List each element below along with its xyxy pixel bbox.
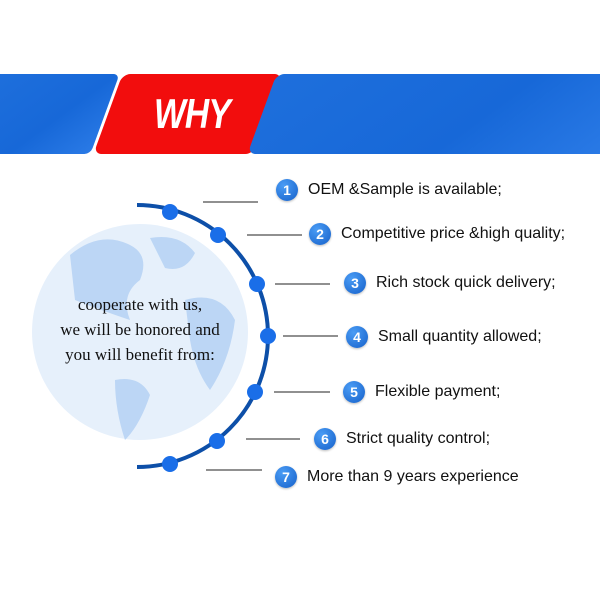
benefit-text: More than 9 years experience — [307, 468, 519, 485]
benefit-text: Rich stock quick delivery; — [376, 274, 556, 291]
number-badge: 5 — [343, 381, 365, 403]
benefit-item: 7 More than 9 years experience — [275, 466, 519, 488]
globe-text: cooperate with us, we will be honored an… — [30, 292, 250, 367]
arc-dot — [260, 328, 276, 344]
number-badge: 1 — [276, 179, 298, 201]
globe-text-line: you will benefit from: — [65, 345, 215, 364]
benefit-text: Competitive price &high quality; — [341, 225, 566, 242]
number-badge: 2 — [309, 223, 331, 245]
arc-dot — [247, 384, 263, 400]
number-badge: 7 — [275, 466, 297, 488]
benefit-item: 5 Flexible payment; — [343, 381, 500, 403]
benefit-text: OEM &Sample is available; — [308, 181, 502, 198]
arc-dot — [210, 227, 226, 243]
arc-dot — [162, 204, 178, 220]
benefit-item: 2 Competitive price &high quality; — [309, 223, 565, 245]
number-badge: 6 — [314, 428, 336, 450]
benefit-item: 4 Small quantity allowed; — [346, 326, 542, 348]
number-badge: 4 — [346, 326, 368, 348]
globe-land — [70, 237, 235, 440]
benefit-text: Strict quality control; — [346, 430, 491, 447]
globe-text-line: cooperate with us, — [77, 295, 203, 314]
benefit-item: 3 Rich stock quick delivery; — [344, 272, 556, 294]
number-badge: 3 — [344, 272, 366, 294]
benefit-item: 6 Strict quality control; — [314, 428, 490, 450]
arc-dot — [162, 456, 178, 472]
arc-dot — [209, 433, 225, 449]
benefit-text: Small quantity allowed; — [378, 328, 542, 345]
globe-text-line: we will be honored and — [60, 320, 220, 339]
banner-title: WHY US — [154, 90, 231, 193]
benefit-item: 1 OEM &Sample is available; — [276, 179, 502, 201]
benefit-text: Flexible payment; — [375, 383, 501, 400]
arc-dot — [249, 276, 265, 292]
